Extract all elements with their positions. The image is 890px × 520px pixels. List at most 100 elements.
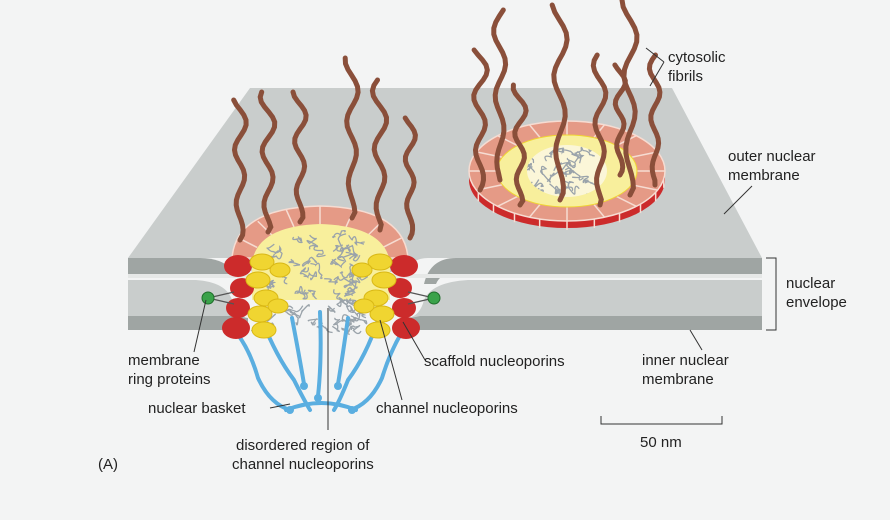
- scaffold-nucleoporin: [224, 255, 252, 277]
- membrane-ring-protein: [427, 291, 441, 305]
- label-inner-nuclear-membrane-2: membrane: [642, 371, 714, 388]
- disordered-strand: [307, 318, 319, 326]
- scaffold-nucleoporin: [392, 298, 416, 318]
- disordered-strand: [572, 175, 589, 184]
- basket-fiber: [284, 401, 358, 412]
- channel-nucleoporin: [371, 271, 397, 289]
- scaffold-divider: [631, 184, 658, 191]
- leader-lines: [193, 47, 777, 430]
- label-membrane-ring-proteins-1: membrane: [128, 352, 200, 369]
- disordered-strand: [285, 304, 310, 319]
- disordered-strand: [532, 179, 544, 190]
- leader-scaffold: [402, 321, 426, 361]
- basket-fiber: [348, 330, 404, 412]
- leader-channel: [379, 319, 403, 401]
- channel-nucleoporin: [351, 262, 373, 278]
- disordered-strand: [345, 244, 356, 257]
- right-pore-wall: [351, 253, 441, 339]
- nuclear-basket-fibers: [234, 310, 404, 414]
- channel-nucleoporin: [367, 253, 393, 271]
- disordered-strand: [330, 258, 339, 266]
- label-channel-nucleoporins: channel nucleoporins: [376, 400, 518, 417]
- left-pore-wall: [201, 253, 291, 339]
- cytosolic-fibril: [549, 2, 570, 203]
- scaffold-divider: [382, 237, 402, 249]
- labels: cytosolic fibrils outer nuclear membrane…: [98, 49, 847, 473]
- disordered-strand: [560, 179, 574, 193]
- channel-nucleoporin: [269, 262, 291, 278]
- disordered-strand: [574, 146, 595, 157]
- disordered-strand: [331, 229, 346, 239]
- cytosolic-fibril: [402, 115, 418, 241]
- disordered-region-cross-section: [250, 229, 368, 336]
- channel-nucleoporin: [249, 253, 275, 271]
- channel-nucleoporin: [365, 321, 391, 339]
- label-membrane-ring-proteins-2: ring proteins: [128, 371, 211, 388]
- disordered-strand: [266, 243, 282, 254]
- disordered-strand: [562, 167, 573, 175]
- scaffold-divider: [528, 203, 541, 218]
- disordered-strand: [335, 314, 351, 326]
- scaffold-divider: [285, 209, 295, 228]
- disordered-strand: [554, 188, 562, 196]
- cytosolic-fibril: [619, 0, 640, 198]
- cytosolic-fibril: [257, 89, 278, 235]
- disordered-strand: [348, 272, 361, 284]
- disordered-strand: [527, 154, 535, 164]
- leader-inner-membrane: [689, 329, 703, 351]
- leader-nuclear-basket: [269, 403, 291, 409]
- basket-node: [286, 406, 294, 414]
- disordered-strand: [348, 252, 361, 262]
- label-disordered-region-2: channel nucleoporins: [232, 456, 374, 473]
- disordered-strand: [566, 157, 577, 169]
- disordered-strand: [348, 306, 367, 319]
- leader-nuclear-envelope: [766, 257, 777, 331]
- cytosolic-fibril: [612, 62, 628, 178]
- disordered-strand: [310, 262, 323, 280]
- disordered-strand: [544, 149, 556, 162]
- cytosolic-fibrils-right: [471, 0, 663, 208]
- outer-membrane-front-right: [424, 258, 762, 284]
- leader-outer-membrane: [723, 185, 753, 215]
- cytosolic-fibril: [290, 89, 309, 225]
- disordered-strand: [303, 271, 318, 281]
- scaffold-nucleoporin: [390, 255, 418, 277]
- label-disordered-region-1: disordered region of: [236, 437, 370, 454]
- scaffold-divider: [593, 203, 606, 218]
- disordered-strand: [336, 251, 357, 259]
- outer-membrane-front-left: [128, 258, 232, 274]
- disordered-strand: [301, 289, 309, 300]
- basket-node: [314, 394, 322, 402]
- basket-fiber: [336, 316, 350, 386]
- basket-fiber: [316, 310, 323, 398]
- label-nuclear-envelope-1: nuclear: [786, 275, 835, 292]
- disordered-strand: [267, 279, 276, 288]
- panel-label: (A): [98, 456, 118, 473]
- disordered-strand: [350, 315, 368, 325]
- basket-node: [300, 382, 308, 390]
- basket-node: [348, 406, 356, 414]
- disordered-strand: [343, 289, 354, 298]
- cytosolic-fibril: [491, 7, 509, 183]
- scaffold-divider: [497, 195, 518, 208]
- pore-cross-section: [201, 205, 441, 414]
- basket-fiber: [234, 330, 292, 412]
- scaffold-nucleoporin: [226, 298, 250, 318]
- disordered-strand: [306, 234, 319, 248]
- channel-nucleoporin: [267, 298, 289, 314]
- scaffold-nucleoporin: [222, 317, 250, 339]
- disordered-strand: [339, 271, 353, 279]
- disordered-strand: [346, 297, 357, 305]
- scale-bar-label: 50 nm: [640, 434, 682, 451]
- channel-nucleoporin: [251, 321, 277, 339]
- disordered-strand: [308, 244, 326, 258]
- disordered-strand: [335, 244, 345, 254]
- label-cytosolic-fibrils-2: fibrils: [668, 68, 703, 85]
- scaffold-divider: [528, 124, 541, 139]
- disordered-strand: [564, 169, 584, 181]
- label-scaffold-nucleoporins: scaffold nucleoporins: [424, 353, 565, 370]
- disordered-strand: [299, 267, 310, 279]
- disordered-strand: [327, 305, 336, 313]
- scaffold-divider: [631, 151, 658, 158]
